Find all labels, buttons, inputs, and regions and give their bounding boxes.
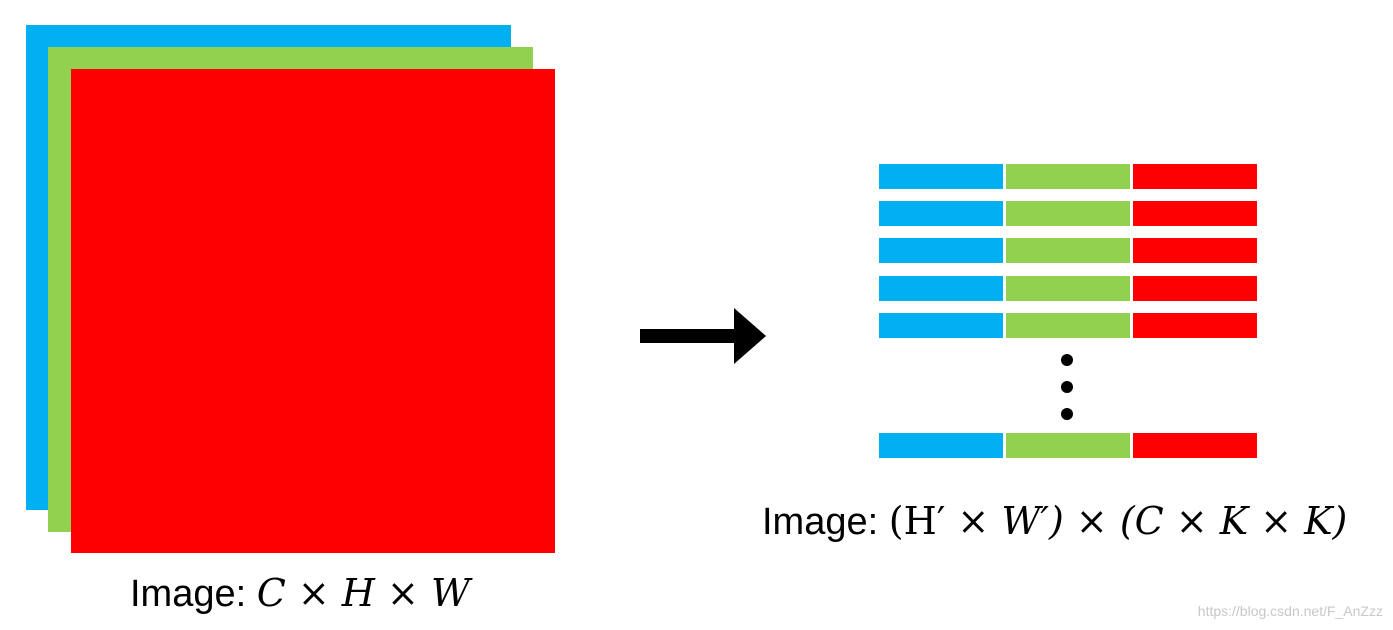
watermark: https://blog.csdn.net/F_AnZzz bbox=[1197, 603, 1383, 619]
output-caption-prefix: Image: bbox=[762, 501, 889, 543]
row-segment-red bbox=[1133, 238, 1257, 263]
output-caption-paren: ( bbox=[888, 499, 904, 543]
vertical-ellipsis-icon bbox=[1061, 354, 1073, 366]
unfolded-row bbox=[879, 313, 1257, 338]
output-caption-math: × W′) × (C × K × K) bbox=[945, 499, 1348, 543]
unfolded-row bbox=[879, 276, 1257, 301]
row-segment-blue bbox=[879, 238, 1003, 263]
row-segment-green bbox=[1006, 201, 1130, 226]
row-segment-blue bbox=[879, 313, 1003, 338]
row-segment-green bbox=[1006, 276, 1130, 301]
row-segment-blue bbox=[879, 201, 1003, 226]
row-segment-red bbox=[1133, 276, 1257, 301]
channel-layer-red bbox=[71, 69, 555, 553]
row-segment-green bbox=[1006, 238, 1130, 263]
row-segment-red bbox=[1133, 201, 1257, 226]
row-segment-red bbox=[1133, 164, 1257, 189]
row-segment-blue bbox=[879, 433, 1003, 458]
row-segment-green bbox=[1006, 164, 1130, 189]
row-segment-green bbox=[1006, 433, 1130, 458]
input-caption-prefix: Image: bbox=[130, 573, 257, 615]
vertical-ellipsis-icon bbox=[1061, 408, 1073, 420]
input-image-caption: Image: C × H × W bbox=[130, 574, 470, 613]
row-segment-red bbox=[1133, 313, 1257, 338]
input-caption-math: C × H × W bbox=[256, 571, 471, 615]
row-segment-blue bbox=[879, 164, 1003, 189]
row-segment-green bbox=[1006, 313, 1130, 338]
unfolded-row bbox=[879, 238, 1257, 263]
right-arrow-icon bbox=[640, 308, 766, 364]
unfolded-row-last bbox=[879, 433, 1257, 458]
output-caption-h: H′ bbox=[903, 499, 946, 543]
unfolded-row bbox=[879, 164, 1257, 189]
row-segment-red bbox=[1133, 433, 1257, 458]
unfolded-row bbox=[879, 201, 1257, 226]
row-segment-blue bbox=[879, 276, 1003, 301]
vertical-ellipsis-icon bbox=[1061, 381, 1073, 393]
output-image-caption: Image: (H′ × W′) × (C × K × K) bbox=[762, 502, 1347, 541]
